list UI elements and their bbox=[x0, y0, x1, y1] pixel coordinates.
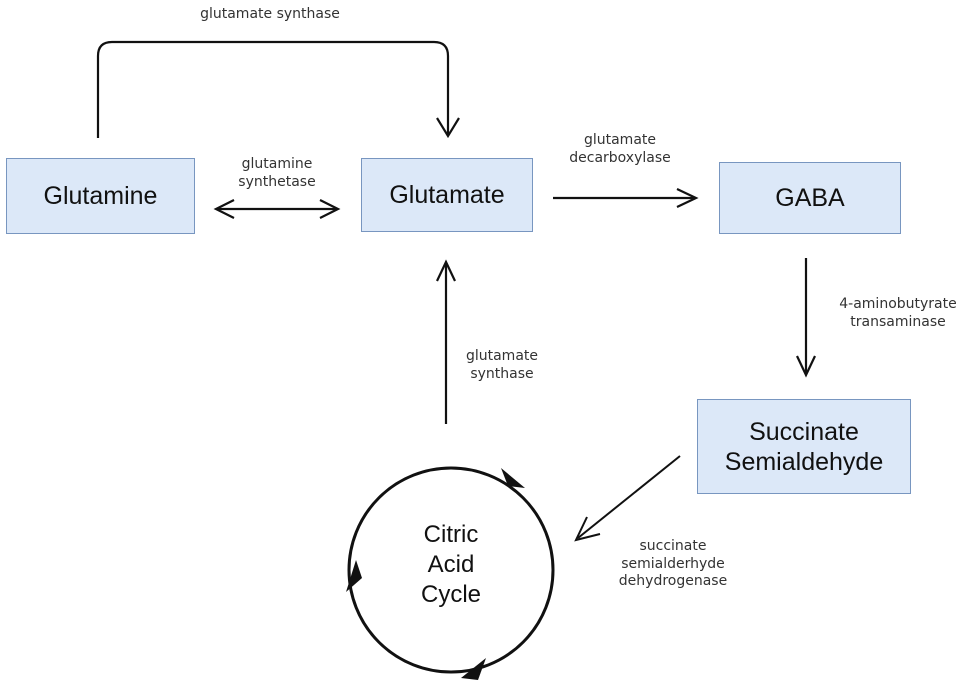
cycle-label-line-3: Cycle bbox=[420, 581, 481, 608]
edge-label-gsv-line-1: glutamate bbox=[465, 348, 539, 364]
cycle-arrowhead-left bbox=[346, 560, 362, 592]
node-succinate-semialdehyde: Succinate Semialdehyde bbox=[697, 399, 911, 494]
arrowhead-succinate bbox=[796, 355, 816, 378]
arrowhead-glutamate-bottom bbox=[436, 259, 456, 282]
node-succinate-line-1: Succinate bbox=[749, 417, 859, 446]
edge-label-abat-line-1: 4-aminobutyrate bbox=[839, 296, 957, 312]
citric-acid-cycle-ring bbox=[347, 466, 555, 674]
cycle-label-line-1: Citric bbox=[423, 521, 479, 548]
arrowhead-glutamate-top bbox=[436, 117, 460, 139]
edge-label-ssadh-line-2: semialderhyde bbox=[621, 555, 725, 572]
edge-label-gs-line-2: synthetase bbox=[238, 173, 316, 190]
node-glutamate: Glutamate bbox=[361, 158, 533, 232]
arrow-glutamine-to-glutamate-top bbox=[96, 40, 450, 138]
edge-label-gad-line-2: decarboxylase bbox=[569, 149, 671, 166]
edge-label-gs-line-1: glutamine bbox=[241, 156, 313, 172]
edge-label-gad-line-1: glutamate bbox=[583, 132, 657, 148]
node-citric-acid-cycle: Citric Acid Cycle bbox=[391, 520, 511, 610]
edge-label-aminobutyrate-transaminase: 4-aminobutyrate transaminase bbox=[826, 296, 970, 331]
node-gaba: GABA bbox=[719, 162, 901, 234]
node-glutamate-label: Glutamate bbox=[389, 181, 505, 209]
edge-label-glutamine-synthetase: glutamine synthetase bbox=[222, 156, 332, 191]
arrowhead-cycle bbox=[574, 516, 601, 542]
node-glutamine-label: Glutamine bbox=[43, 182, 158, 210]
edge-label-ssadh-line-3: dehydrogenase bbox=[618, 573, 728, 589]
edge-label-gsv-line-2: synthase bbox=[470, 365, 534, 382]
arrowhead-glutamate-left bbox=[319, 199, 341, 219]
cycle-arrowhead-bottom bbox=[461, 658, 486, 680]
edge-label-top-line-1: glutamate synthase bbox=[200, 6, 340, 22]
cycle-arrowhead-top-right bbox=[501, 468, 525, 488]
arrowhead-gaba bbox=[676, 188, 699, 208]
edge-label-ssadh-line-1: succinate bbox=[639, 538, 707, 554]
arrowhead-glutamine-left bbox=[213, 199, 235, 219]
arrow-succinate-to-cycle bbox=[577, 455, 681, 539]
node-succinate-line-2: Semialdehyde bbox=[724, 447, 884, 476]
edge-label-ssadh: succinate semialderhyde dehydrogenase bbox=[600, 538, 746, 591]
edge-label-glutamate-synthase-top: glutamate synthase bbox=[160, 6, 380, 24]
cycle-label-line-2: Acid bbox=[427, 551, 475, 578]
edge-label-glutamate-synthase-vertical: glutamate synthase bbox=[454, 348, 550, 383]
edge-label-glutamate-decarboxylase: glutamate decarboxylase bbox=[540, 132, 700, 167]
node-glutamine: Glutamine bbox=[6, 158, 195, 234]
node-gaba-label: GABA bbox=[775, 184, 845, 212]
edge-label-abat-line-2: transaminase bbox=[850, 313, 946, 330]
